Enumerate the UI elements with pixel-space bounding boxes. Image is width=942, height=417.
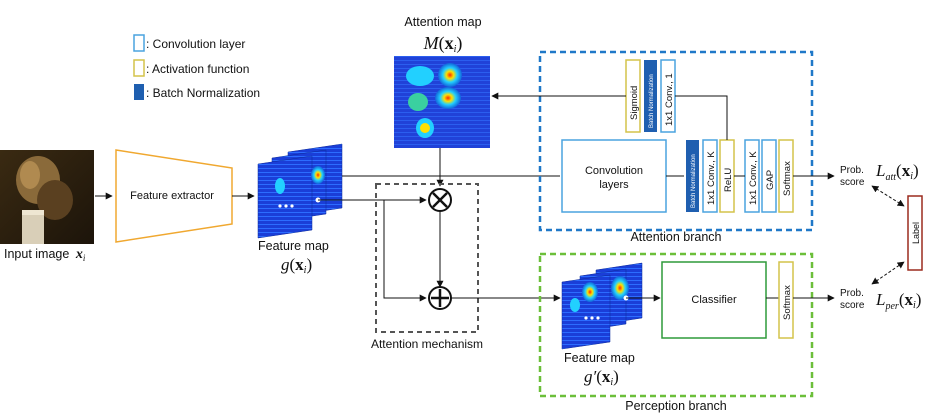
perc-softmax: [778, 261, 794, 339]
perc-prob-line2: score: [840, 300, 865, 311]
perc-softmax-text: Softmax: [782, 285, 793, 320]
arrow-loss-per-label: [871, 261, 905, 285]
legend-act-swatch: [133, 59, 145, 77]
perception-feature-map-formula: g′(xi): [584, 367, 619, 388]
legend-bn-label: : Batch Normalization: [146, 86, 260, 100]
attention-branch-label: Attention branch: [630, 230, 721, 244]
att-conv-k-text: 1x1 Conv., K: [706, 151, 717, 205]
perception-feature-map-stack: [561, 262, 643, 350]
att-sigmoid-text: Sigmoid: [629, 86, 640, 120]
att-conv-layers-line2: layers: [599, 179, 629, 191]
attention-branch-box: [538, 50, 814, 232]
feature-map-label: Feature map: [258, 239, 329, 253]
feature-map-stack: [257, 143, 343, 239]
legend-act-label: : Activation function: [146, 62, 249, 76]
att-relu-text: ReLU: [723, 168, 734, 192]
feature-extractor-label: Feature extractor: [130, 190, 214, 202]
input-image-label: Input image xi: [4, 247, 86, 263]
att-gap-text: GAP: [765, 170, 776, 190]
attention-mechanism-label: Attention mechanism: [371, 337, 483, 351]
perc-prob-line1: Prob.: [840, 288, 864, 299]
input-image: [0, 150, 94, 244]
attention-map-formula: M(xi): [423, 33, 463, 55]
multiply-node: [428, 188, 452, 212]
att-convolution-layers: [561, 139, 667, 213]
att-prob-line1: Prob.: [840, 165, 864, 176]
att-conv-k: [702, 139, 718, 213]
arrow-skip-add: [383, 200, 427, 302]
att-bn-layer: [686, 140, 699, 212]
classifier-box: [661, 261, 767, 339]
att-gap: [761, 139, 777, 213]
att-conv-1-text: 1x1 Conv., 1: [664, 73, 675, 126]
att-conv-k2-text: 1x1 Conv., K: [748, 151, 759, 205]
legend-bn-swatch: [134, 84, 144, 100]
feature-map-formula: g(xi): [281, 255, 312, 276]
attention-map-image: [394, 56, 490, 148]
loss-att: Latt(xi): [875, 161, 919, 183]
perception-branch-box: [538, 252, 814, 398]
legend-conv-swatch: [133, 34, 145, 52]
att-bn-text-2: Batch Normalization: [649, 74, 655, 128]
att-conv-layers-line1: Convolution: [585, 165, 643, 177]
perception-feature-map-label: Feature map: [564, 351, 635, 365]
label-box-text: Label: [911, 222, 921, 244]
feature-extractor: Feature extractor: [115, 149, 233, 243]
att-bn-layer-2: [644, 60, 657, 132]
arrow-loss-att-label: [871, 185, 905, 207]
attention-map-label: Attention map: [404, 15, 481, 29]
perception-branch-label: Perception branch: [625, 399, 727, 413]
label-box: [907, 195, 923, 271]
classifier-label: Classifier: [691, 294, 737, 306]
add-node: [428, 286, 452, 310]
att-bn-text: Batch Normalization: [691, 154, 697, 208]
attention-mechanism-box: [375, 183, 479, 333]
loss-per: Lper(xi): [875, 290, 921, 312]
att-softmax-text: Softmax: [782, 161, 793, 196]
legend-conv-label: : Convolution layer: [146, 37, 245, 51]
legend: : Convolution layer : Activation functio…: [133, 34, 260, 100]
att-prob-line2: score: [840, 177, 865, 188]
line-relu-conv1: [675, 95, 728, 140]
